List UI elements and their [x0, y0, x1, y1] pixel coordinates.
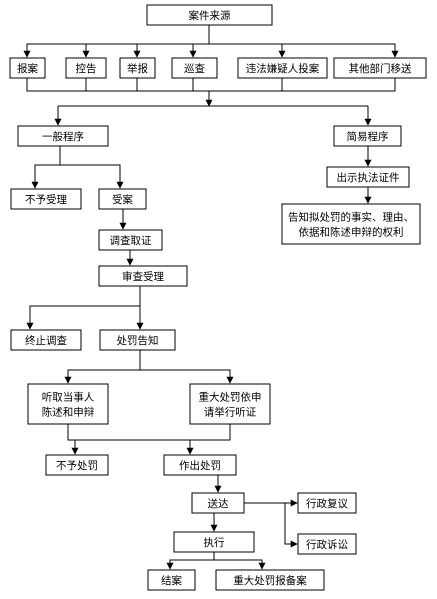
node-box	[45, 454, 109, 476]
node-reject: 不予受理	[10, 188, 82, 210]
node-label: 行政诉讼	[306, 538, 348, 551]
node-report: 报案	[9, 57, 46, 79]
node-box	[9, 57, 46, 79]
node-review: 审查受理	[98, 265, 188, 287]
node-label: 告知拟处罚的事实、理由、	[288, 211, 414, 224]
node-box	[163, 454, 237, 476]
node-box	[333, 57, 427, 79]
node-box	[98, 265, 188, 287]
node-penalty: 作出处罚	[163, 454, 237, 476]
node-label: 请举行听证	[204, 406, 257, 419]
node-inspect: 巡查	[171, 57, 218, 79]
node-reconsider: 行政复议	[297, 492, 357, 514]
node-box	[326, 166, 410, 188]
flowchart-connectors	[23, 25, 399, 570]
connector-5	[209, 43, 399, 58]
node-box	[147, 569, 196, 591]
node-label: 控告	[76, 62, 97, 75]
node-label: 听取当事人	[42, 391, 95, 404]
node-label: 违法嫌疑人投案	[246, 62, 320, 75]
node-box	[189, 383, 271, 425]
node-box	[10, 188, 82, 210]
node-label: 重大处罚报备案	[233, 574, 307, 587]
node-source: 案件来源	[146, 4, 273, 26]
node-label: 行政复议	[306, 497, 348, 510]
connector-17	[31, 146, 61, 189]
node-label: 依据和陈述申辩的权利	[299, 226, 404, 239]
connector-25	[67, 424, 231, 441]
node-box	[297, 533, 357, 555]
node-confess: 违法嫌疑人投案	[237, 57, 328, 79]
node-file-report: 重大处罚报备案	[215, 569, 325, 591]
node-close: 结案	[147, 569, 196, 591]
node-deliver: 送达	[191, 492, 245, 514]
node-label: 不予受理	[25, 194, 67, 206]
connector-32	[166, 552, 215, 570]
node-litigation: 行政诉讼	[297, 533, 357, 555]
node-show-id: 出示执法证件	[326, 166, 410, 188]
node-box	[10, 329, 82, 351]
connector-21	[26, 286, 141, 330]
node-label: 巡查	[184, 62, 205, 75]
node-box	[65, 57, 107, 79]
node-box	[99, 329, 176, 351]
node-no-penalty: 不予处罚	[45, 454, 109, 476]
node-label: 执行	[204, 536, 225, 549]
node-label: 受案	[112, 193, 133, 206]
node-label: 出示执法证件	[337, 171, 400, 184]
connector-24	[140, 369, 234, 384]
node-notice: 处罚告知	[99, 329, 176, 351]
node-label: 送达	[208, 497, 229, 510]
node-label: 举报	[127, 62, 148, 75]
node-label: 案件来源	[189, 9, 231, 22]
node-box	[146, 4, 273, 26]
connector-6	[26, 78, 396, 92]
node-label: 终止调查	[25, 334, 67, 347]
node-label: 简易程序	[347, 130, 389, 143]
node-accept: 受案	[98, 188, 147, 210]
node-transfer: 其他部门移送	[333, 57, 427, 79]
connector-29	[244, 502, 298, 548]
node-label: 结案	[161, 574, 182, 587]
node-general: 一般程序	[17, 125, 109, 147]
node-label: 处罚告知	[117, 334, 159, 347]
node-label: 审查受理	[122, 270, 164, 283]
connector-33	[214, 559, 266, 570]
node-label: 一般程序	[42, 130, 84, 143]
node-box	[171, 57, 218, 79]
node-label: 陈述和申辩	[42, 406, 95, 419]
node-box	[237, 57, 328, 79]
node-box	[17, 125, 109, 147]
node-investigate: 调查取证	[98, 229, 163, 251]
node-label: 作出处罚	[179, 459, 221, 472]
node-box	[119, 57, 156, 79]
connector-23	[64, 350, 141, 384]
node-box	[27, 383, 109, 425]
node-terminate: 终止调查	[10, 329, 82, 351]
node-box	[333, 125, 402, 147]
node-simple: 简易程序	[333, 125, 402, 147]
node-notify-rights: 告知拟处罚的事实、理由、依据和陈述申辩的权利	[281, 203, 421, 245]
node-label: 报案	[17, 62, 38, 75]
connector-18	[60, 164, 124, 189]
node-tipoff: 举报	[119, 57, 156, 79]
node-box	[173, 531, 255, 553]
node-label: 不予处罚	[56, 460, 98, 472]
node-label: 其他部门移送	[349, 62, 412, 75]
node-box	[215, 569, 325, 591]
connector-0	[23, 25, 210, 58]
node-box	[281, 203, 421, 245]
node-box	[98, 188, 147, 210]
node-label: 调查取证	[110, 234, 152, 247]
node-box	[98, 229, 163, 251]
node-accuse: 控告	[65, 57, 107, 79]
node-execute: 执行	[173, 531, 255, 553]
node-box	[191, 492, 245, 514]
node-label: 重大处罚依申	[199, 391, 262, 404]
node-box	[297, 492, 357, 514]
